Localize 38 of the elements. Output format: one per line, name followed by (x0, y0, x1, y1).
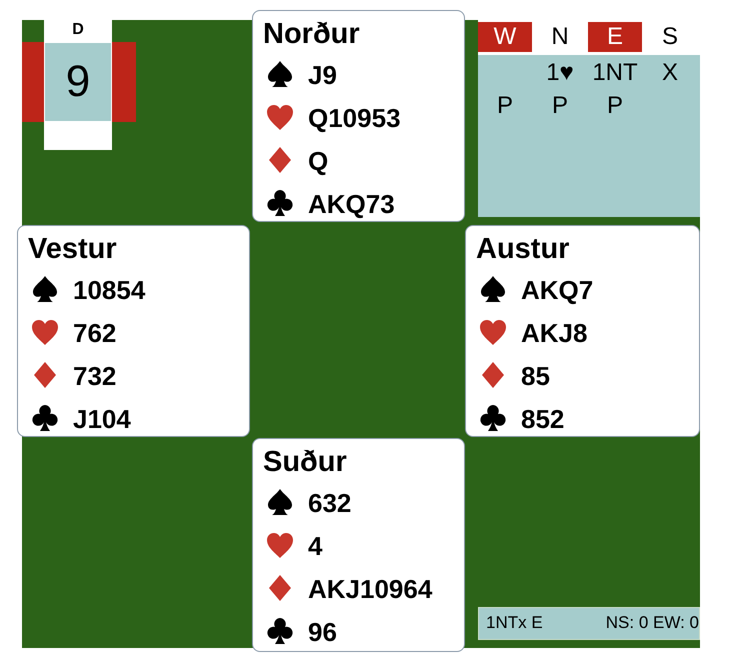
seat-header: N (550, 22, 570, 52)
card-holding: J9 (308, 60, 337, 90)
card-holding: 10854 (73, 275, 146, 305)
player-name: Norður (263, 17, 360, 51)
card-holding: 4 (308, 531, 322, 561)
card-holding: 762 (73, 318, 116, 348)
hand-card (17, 225, 250, 437)
player-name: Suður (263, 445, 347, 479)
card-holding: 96 (308, 617, 337, 647)
card-holding: AKQ7 (521, 275, 594, 305)
card-holding: AKJ8 (521, 318, 588, 348)
bid-call: P (550, 91, 569, 121)
bid-call: P (496, 91, 514, 121)
seat-header: S (660, 22, 679, 52)
bid-call: 1♥ (545, 58, 575, 88)
contract-text: 1NTx E (486, 612, 543, 634)
score-text: NS: 0 EW: 0 (606, 612, 699, 634)
bid-call: 1NT (591, 58, 639, 88)
card-holding: J104 (73, 404, 131, 434)
hand-card (465, 225, 700, 437)
hand-card (252, 438, 465, 652)
card-holding: 632 (308, 488, 352, 518)
card-holding: AKJ10964 (308, 574, 432, 604)
card-holding: Q10953 (308, 103, 401, 133)
card-holding: Q (308, 146, 328, 176)
card-holding: 732 (73, 361, 116, 391)
board-number: 9 (44, 42, 112, 122)
dealer-label: D (71, 20, 85, 40)
seat-header: W (478, 22, 532, 52)
player-name: Austur (476, 232, 570, 266)
seat-header: E (588, 22, 642, 52)
bid-call: X (660, 58, 679, 88)
bid-call: P (606, 91, 624, 121)
card-holding: 852 (521, 404, 564, 434)
card-holding: 85 (521, 361, 550, 391)
player-name: Vestur (28, 232, 117, 266)
card-holding: AKQ73 (308, 189, 395, 219)
hand-card (252, 10, 465, 222)
